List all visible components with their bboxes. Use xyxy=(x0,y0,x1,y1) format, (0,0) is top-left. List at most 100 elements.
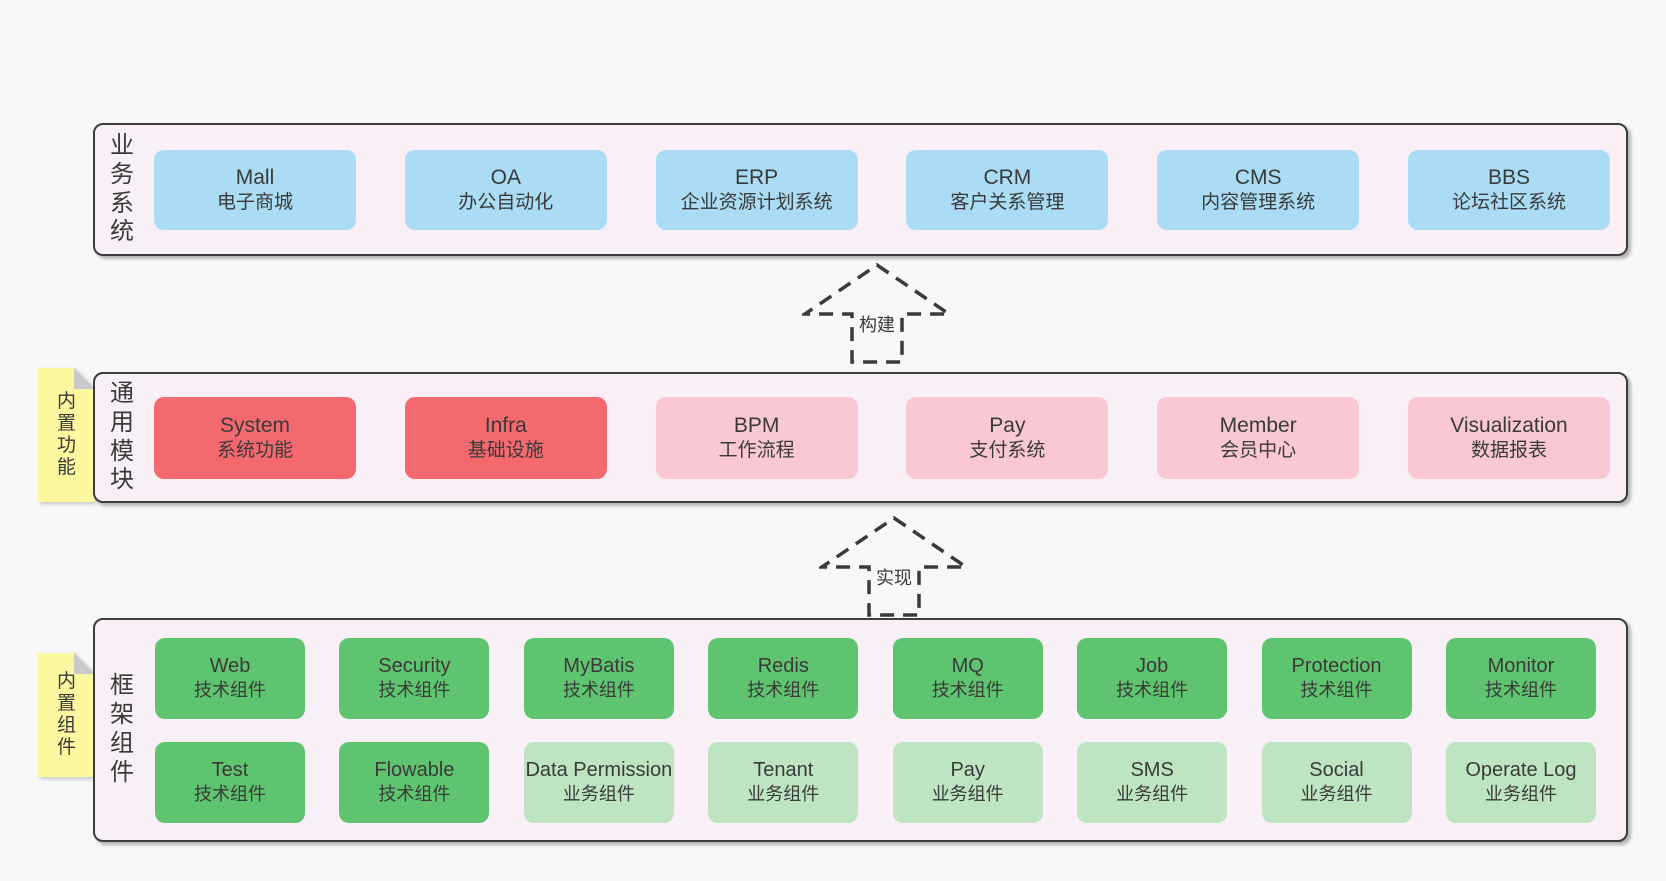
module-box-title: ERP xyxy=(735,165,779,189)
module-box-subtitle: 技术组件 xyxy=(1300,680,1373,701)
sticky-note-label: 内置组件 xyxy=(38,653,95,777)
module-box-title: Operate Log xyxy=(1465,758,1577,781)
vertical-label-char: 务 xyxy=(110,160,134,188)
module-box-subtitle: 技术组件 xyxy=(1116,680,1189,701)
vertical-label-char: 统 xyxy=(110,218,134,246)
module-box-subtitle: 论坛社区系统 xyxy=(1451,191,1566,213)
arrow-build-label: 构建 xyxy=(856,311,898,337)
module-box-title: CRM xyxy=(983,165,1032,189)
module-box-subtitle: 电子商城 xyxy=(216,191,293,213)
module-box-title: SMS xyxy=(1130,758,1174,781)
arrow-implement-label: 实现 xyxy=(873,564,915,590)
vertical-label-char: 件 xyxy=(56,737,76,759)
module-box-title: Flowable xyxy=(374,758,455,781)
module-box-title: BPM xyxy=(733,413,780,437)
vertical-label-char: 内 xyxy=(56,390,76,412)
dashed-up-arrow-icon xyxy=(802,262,952,364)
vertical-label-char: 组 xyxy=(56,715,76,736)
layer-title-framework-components: 框架组件 xyxy=(107,620,137,840)
module-box-title: OA xyxy=(490,165,521,189)
module-box-title: Visualization xyxy=(1450,413,1568,437)
vertical-label-char: 置 xyxy=(56,412,76,434)
module-box-title: Mall xyxy=(235,165,275,189)
module-box-subtitle: 内容管理系统 xyxy=(1201,191,1316,213)
folded-corner-icon xyxy=(74,368,95,389)
module-box-subtitle: 技术组件 xyxy=(194,680,266,701)
layer-title-business-systems: 业务系统 xyxy=(107,125,137,254)
module-box-subtitle: 基础设施 xyxy=(467,439,544,461)
module-box-operate-log: Operate Log 业务组件 xyxy=(1445,741,1596,823)
module-box-tenant: Tenant 业务组件 xyxy=(708,741,859,823)
module-box-subtitle: 业务组件 xyxy=(1300,784,1373,805)
module-box-title: System xyxy=(219,413,290,437)
module-box-title: Security xyxy=(378,654,451,677)
module-box-title: Tenant xyxy=(753,758,814,781)
module-box-subtitle: 企业资源计划系统 xyxy=(680,191,833,213)
module-box-title: MQ xyxy=(951,654,984,677)
module-box-subtitle: 技术组件 xyxy=(378,784,451,805)
module-box-subtitle: 业务组件 xyxy=(1116,784,1189,805)
module-box-subtitle: 技术组件 xyxy=(747,680,820,701)
module-box-subtitle: 客户关系管理 xyxy=(950,191,1065,213)
vertical-label-char: 块 xyxy=(110,466,134,494)
module-box-protection: Protection 技术组件 xyxy=(1261,637,1412,719)
module-box-subtitle: 技术组件 xyxy=(194,784,266,805)
sticky-note-paper: 内置功能 xyxy=(38,368,95,502)
module-box-title: Test xyxy=(211,758,249,781)
folded-corner-icon xyxy=(74,653,95,674)
module-box-subtitle: 技术组件 xyxy=(378,680,451,701)
module-box-title: Member xyxy=(1219,413,1297,437)
layer-title-common-modules: 通用模块 xyxy=(107,374,137,501)
vertical-label-char: 内 xyxy=(56,670,76,692)
vertical-label-char: 用 xyxy=(110,408,134,436)
module-box-subtitle: 支付系统 xyxy=(969,439,1046,461)
module-box-subtitle: 业务组件 xyxy=(747,784,820,805)
module-box-title: CMS xyxy=(1234,165,1282,189)
vertical-label-char: 能 xyxy=(56,457,76,479)
module-box-subtitle: 技术组件 xyxy=(1484,680,1557,701)
module-box-flowable: Flowable 技术组件 xyxy=(339,741,490,823)
module-box-test: Test 技术组件 xyxy=(155,741,305,823)
module-box-title: Pay xyxy=(989,413,1026,437)
module-box-subtitle: 业务组件 xyxy=(1484,784,1557,805)
module-box-subtitle: 系统功能 xyxy=(216,439,293,461)
arrow-implement: 实现 xyxy=(819,514,969,619)
module-box-title: MyBatis xyxy=(563,654,635,677)
vertical-label-char: 组 xyxy=(110,730,134,757)
module-box-title: Protection xyxy=(1291,654,1382,677)
module-box-subtitle: 业务组件 xyxy=(562,784,635,805)
vertical-label-char: 业 xyxy=(110,131,134,159)
vertical-label-char: 模 xyxy=(110,437,134,465)
vertical-label-char: 通 xyxy=(110,379,134,407)
module-box-subtitle: 会员中心 xyxy=(1220,439,1297,461)
sticky-note-built-in-functions: 内置功能 xyxy=(38,368,95,502)
vertical-label-char: 件 xyxy=(110,758,134,786)
module-box-subtitle: 办公自动化 xyxy=(458,191,554,213)
sticky-note-label: 内置功能 xyxy=(38,368,95,502)
vertical-label-char: 框 xyxy=(110,672,134,700)
